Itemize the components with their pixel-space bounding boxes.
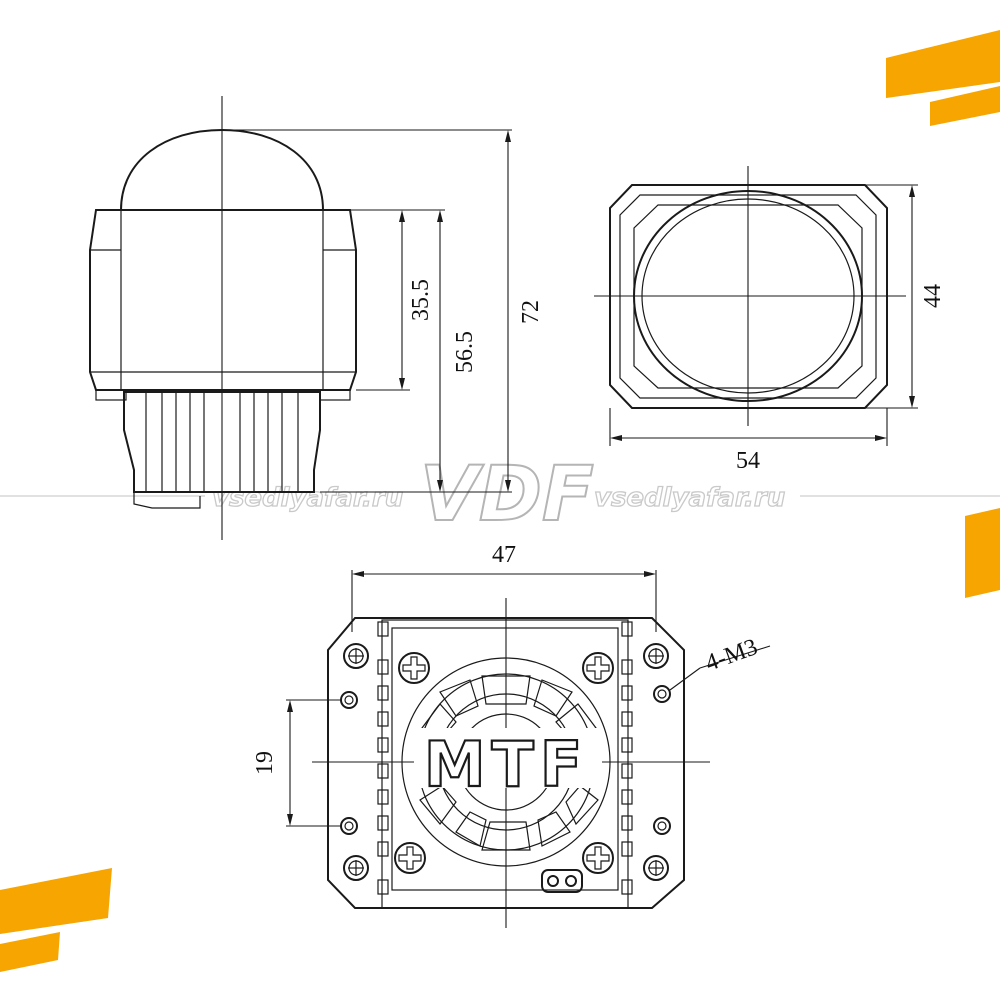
inner-screws: [394, 652, 614, 874]
phillips-screw-icon: [582, 652, 614, 684]
stripe-top-right-2: [930, 86, 1000, 126]
dim-height-mid: 56.5: [452, 331, 478, 373]
watermark-site-left: vsedlyafar.ru: [212, 483, 403, 513]
thread-callout: 4-M3: [702, 634, 761, 677]
dim-back-width: 47: [492, 542, 516, 568]
watermark-logo: VDF: [420, 449, 594, 538]
screw-icon: [343, 855, 369, 881]
front-view: 54 44: [594, 166, 946, 474]
front-housing-inner: [619, 194, 877, 399]
dim-hole-spacing: 19: [252, 751, 278, 775]
watermark: vsedlyafar.ru VDF vsedlyafar.ru: [0, 448, 1000, 539]
plate-teeth-left: [377, 621, 389, 895]
screw-icon: [343, 643, 369, 669]
stripe-bottom-left-2: [0, 932, 60, 972]
plate-teeth-right: [621, 621, 633, 895]
stripe-top-right-1: [886, 30, 1000, 98]
side-dimensions: [232, 129, 512, 493]
watermark-site-right: vsedlyafar.ru: [594, 483, 785, 513]
phillips-screw-icon: [582, 842, 614, 874]
corner-screws: [343, 643, 669, 881]
heatsink-fins: [145, 392, 299, 492]
screw-icon: [643, 643, 669, 669]
back-plate-outer: [327, 617, 685, 909]
front-lens-frame: [633, 204, 863, 389]
back-view: 47 19 4-M3: [252, 542, 771, 928]
hole-icon: [340, 817, 358, 835]
accent-stripes: [0, 30, 1000, 972]
mount-tab-left: [95, 389, 127, 401]
back-dimensions: [286, 570, 771, 827]
heatsink-panel: [391, 627, 619, 891]
screw-icon: [643, 855, 669, 881]
hole-icon: [340, 691, 358, 709]
marking-background: [414, 728, 602, 788]
mount-tab-right: [319, 389, 351, 401]
front-dimensions: [609, 184, 918, 446]
brand-marking: MTF: [424, 728, 588, 801]
lens-dome: [120, 128, 324, 211]
dim-height-upper: 35.5: [408, 279, 434, 321]
hole-icon: [653, 817, 671, 835]
dim-front-width: 54: [736, 448, 760, 474]
dim-front-height: 44: [920, 284, 946, 308]
body-outline: [89, 209, 357, 391]
phillips-screw-icon: [398, 652, 430, 684]
heatsink-foot: [133, 492, 201, 509]
connector: [541, 869, 583, 893]
phillips-screw-icon: [394, 842, 426, 874]
m3-holes: [340, 685, 671, 835]
back-plate-inner: [381, 619, 629, 909]
hole-icon: [653, 685, 671, 703]
dim-height-total: 72: [518, 300, 544, 324]
stripe-mid-right: [965, 508, 1000, 598]
stripe-bottom-left-1: [0, 868, 112, 934]
side-view: 35.5 56.5 72: [89, 96, 544, 540]
heatsink-outline: [123, 391, 321, 493]
